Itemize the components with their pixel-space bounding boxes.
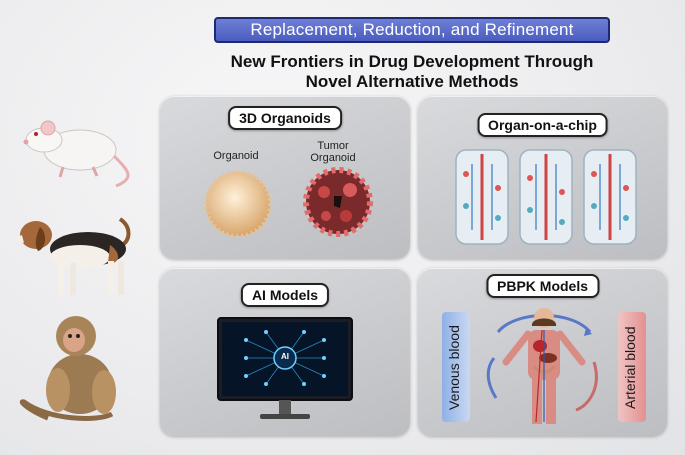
organoids-panel: 3D Organoids Organoid Tumor Organoid: [160, 96, 410, 259]
tumor-label-line-2: Organoid: [310, 152, 356, 164]
human-body-illustration: [486, 308, 598, 424]
mouse-illustration: [23, 120, 130, 188]
monkey-illustration: [19, 316, 116, 421]
banner-title: Replacement, Reduction, and Refinement: [214, 17, 610, 43]
monitor-icon: [217, 317, 353, 419]
subtitle: New Frontiers in Drug Development Throug…: [214, 52, 610, 92]
tumor-organoid-image: [303, 167, 373, 237]
organ-chip-panel: Organ-on-a-chip: [418, 96, 667, 259]
pbpk-models-title: PBPK Models: [485, 274, 600, 298]
venous-blood-bar: [442, 312, 470, 422]
organoids-title: 3D Organoids: [228, 106, 342, 130]
ai-models-panel: AI Models AI: [160, 268, 410, 436]
tumor-organoid-label: Tumor Organoid: [298, 140, 368, 164]
tumor-label-line-1: Tumor: [317, 140, 349, 152]
beagle-illustration: [12, 217, 131, 295]
organ-chip-devices: [455, 149, 637, 245]
pbpk-models-panel: PBPK Models Venous blood Arterial blood: [418, 268, 667, 436]
ai-models-title: AI Models: [240, 283, 330, 307]
venous-blood-label: Venous blood: [446, 325, 462, 411]
organoid-label: Organoid: [213, 150, 259, 162]
subtitle-line-2: Novel Alternative Methods: [305, 72, 519, 91]
subtitle-line-1: New Frontiers in Drug Development Throug…: [230, 52, 594, 71]
arterial-blood-label: Arterial blood: [622, 326, 638, 410]
organoid-image: [204, 170, 272, 238]
arterial-blood-bar: [618, 312, 646, 422]
organ-chip-title: Organ-on-a-chip: [477, 113, 608, 137]
ai-screen-label: AI: [281, 352, 289, 361]
